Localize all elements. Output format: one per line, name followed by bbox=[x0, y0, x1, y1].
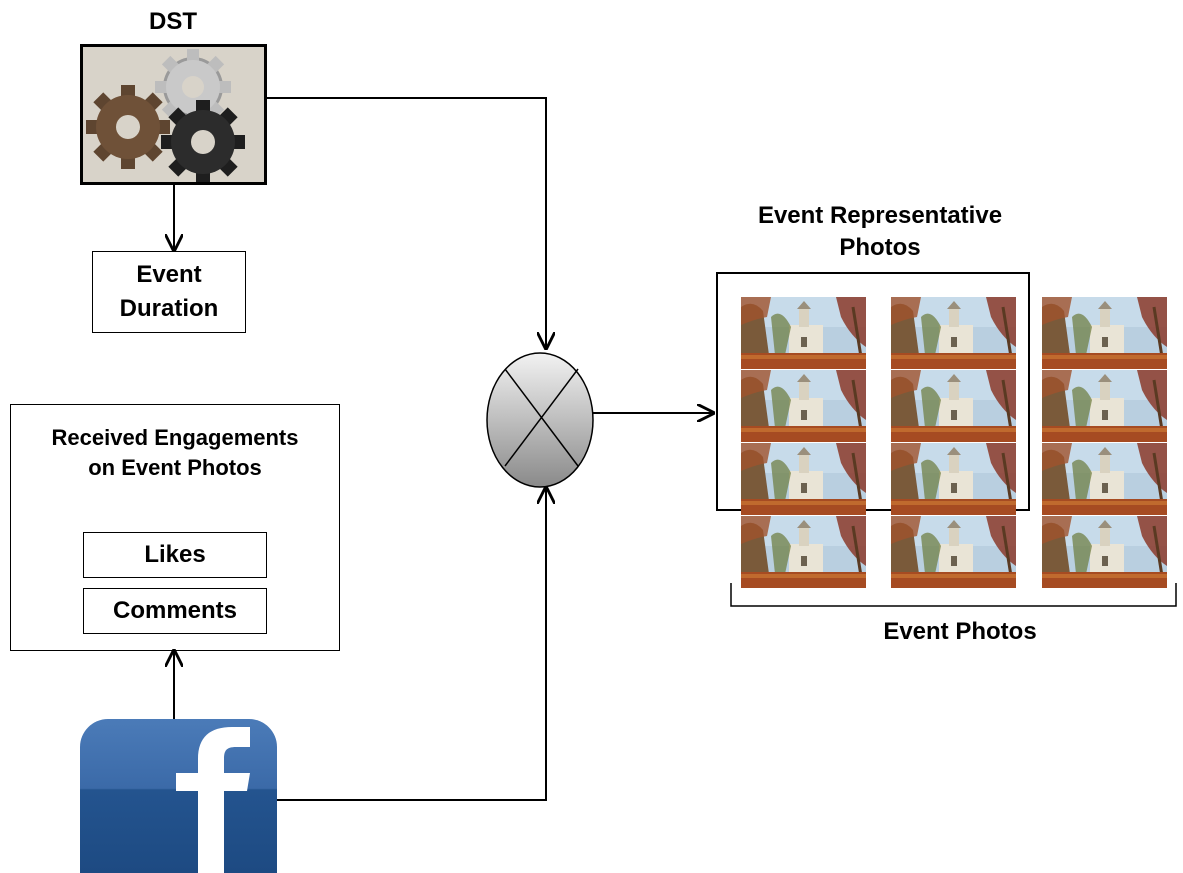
engagements-title-line1: Received Engagements bbox=[51, 425, 299, 450]
comments-box: Comments bbox=[83, 588, 267, 634]
event-duration-line1: Event bbox=[136, 261, 202, 288]
engagements-box: Received Engagements on Event Photos Lik… bbox=[10, 404, 340, 651]
representative-title: Event Representative Photos bbox=[700, 200, 1060, 264]
event-photos-label: Event Photos bbox=[883, 618, 1037, 645]
dst-box bbox=[80, 44, 267, 185]
gears-icon bbox=[86, 49, 245, 184]
representative-title-line2: Photos bbox=[839, 234, 921, 261]
dst-title: DST bbox=[149, 8, 197, 35]
multiply-circle-icon bbox=[486, 352, 594, 488]
representative-frame bbox=[716, 272, 1030, 511]
facebook-to-combiner-arrow bbox=[275, 488, 546, 801]
representative-title-line1: Event Representative bbox=[757, 202, 1003, 229]
engagements-title-line2: on Event Photos bbox=[88, 455, 262, 480]
facebook-icon bbox=[80, 719, 277, 873]
event-photos-brace bbox=[730, 583, 1177, 607]
dst-to-combiner-arrow bbox=[265, 97, 546, 348]
event-duration-line2: Duration bbox=[119, 295, 219, 322]
event-duration-box: Event Duration bbox=[92, 251, 246, 333]
likes-box: Likes bbox=[83, 532, 267, 578]
